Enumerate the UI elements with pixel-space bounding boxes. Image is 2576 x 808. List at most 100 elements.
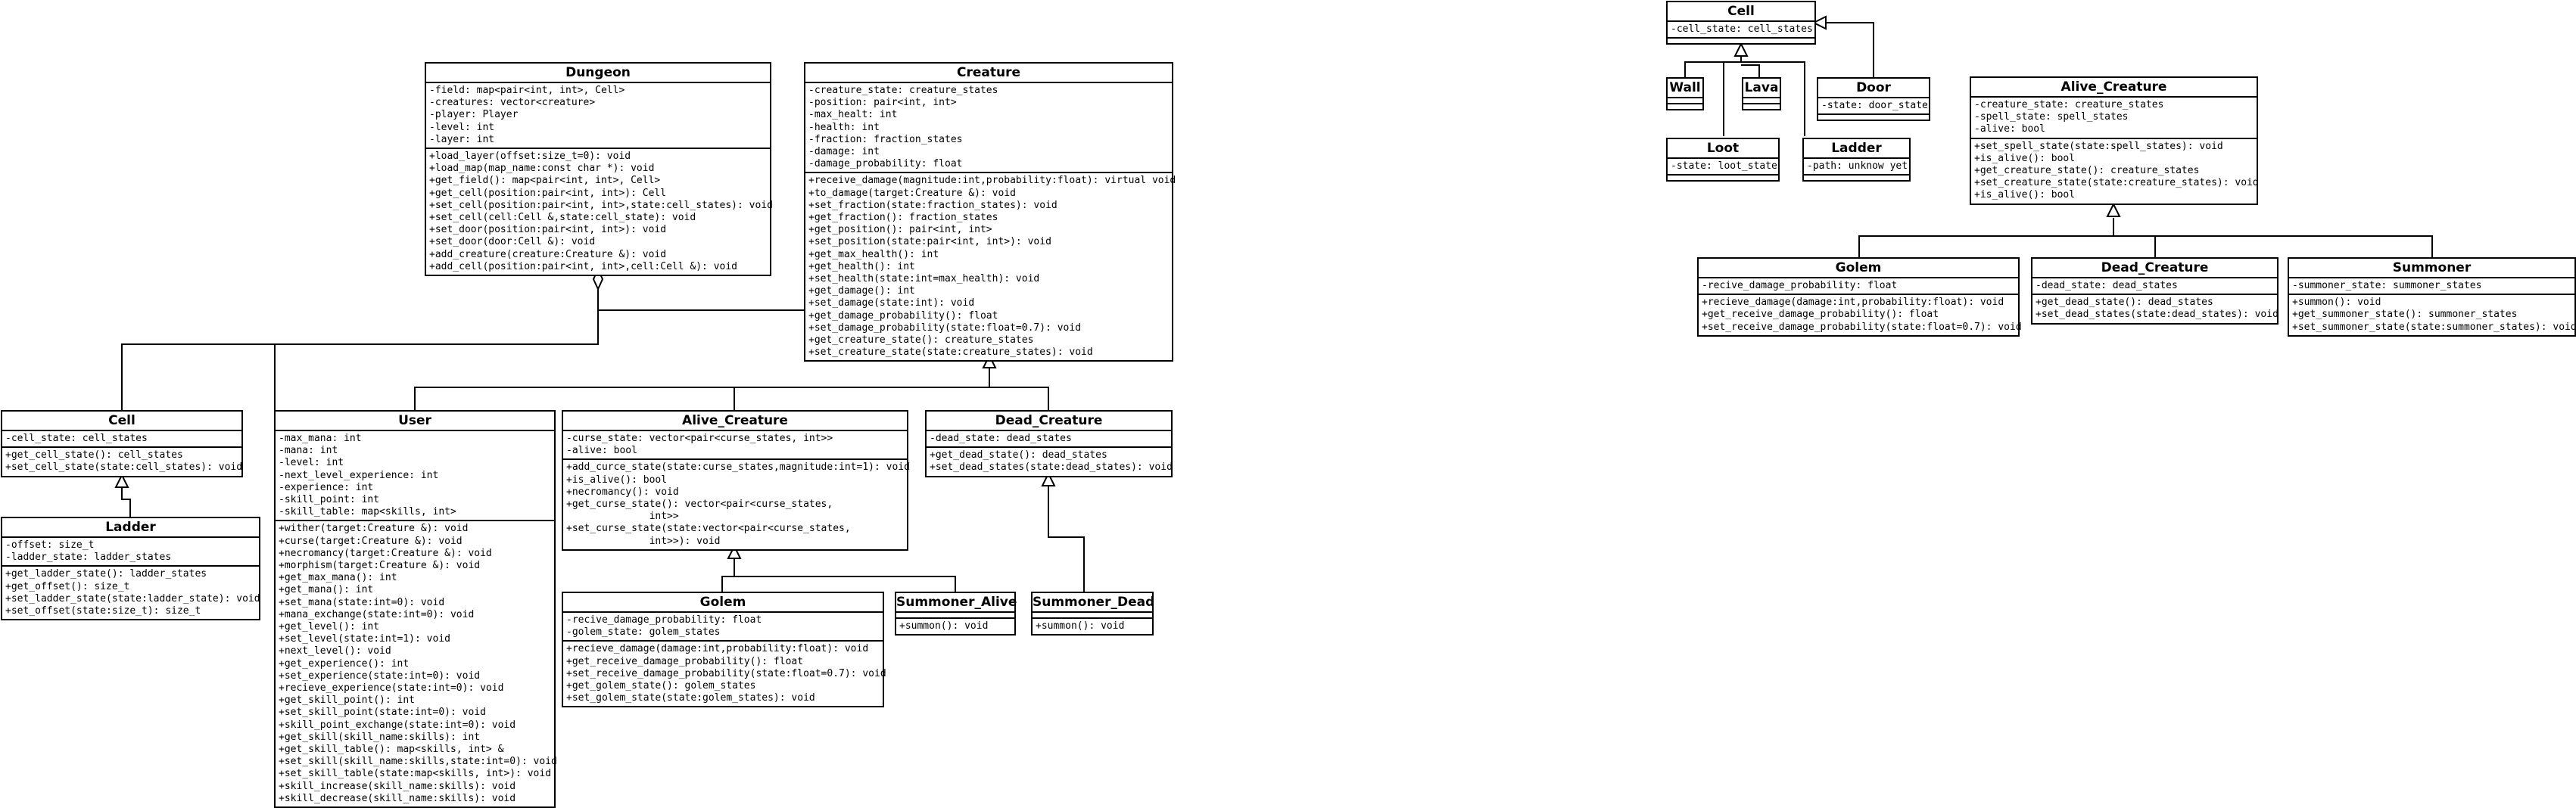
member-line: -next_level_experience: int	[279, 469, 439, 481]
member-line: +get_skill_point(): int	[279, 695, 416, 707]
class-user: User -max_mana: int-mana: int-level: int…	[274, 410, 557, 808]
attributes: -dead_state: dead_states	[2032, 278, 2277, 296]
user-to-creature-link	[414, 387, 734, 410]
member-line: +get_golem_state(): golem_states	[566, 680, 756, 692]
methods: +recieve_damage(damage:int,probability:f…	[563, 642, 886, 706]
member-line: +set_skill_point(state:int=0): void	[279, 707, 486, 719]
member-line: +morphism(target:Creature &): void	[279, 560, 481, 572]
methods	[1668, 39, 1814, 43]
class-creature: Creature -creature_state: creature_state…	[804, 62, 1176, 362]
class-name: Summoner_Dead	[1033, 593, 1154, 613]
member-line: +set_door(position:pair<int, int>): void	[429, 224, 667, 236]
class-cell-left: Cell -cell_state: cell_states +get_cell_…	[1, 410, 243, 477]
ladder-to-cell-link	[121, 486, 131, 517]
member-line: -skill_table: map<skills, int>	[279, 506, 456, 518]
member-line: -experience: int	[279, 481, 374, 493]
member-line: +summon(): void	[2292, 297, 2381, 309]
methods	[1818, 115, 1929, 120]
attributes: -recive_damage_probability: float-golem_…	[563, 613, 883, 642]
attributes: -creature_state: creature_states-spell_s…	[1971, 98, 2257, 139]
member-line: -recive_damage_probability: float	[566, 614, 762, 626]
attributes: -path: unknow yet	[1804, 159, 1909, 176]
attributes	[1668, 98, 1702, 104]
methods	[1668, 104, 1702, 109]
member-line: +set_skill_table(state:map<skills, int>)…	[279, 768, 552, 780]
member-line: +set_cell(position:pair<int, int>,state:…	[429, 199, 773, 211]
member-line: +load_map(map_name:const char *): void	[429, 163, 655, 175]
member-line: int>>	[566, 511, 679, 523]
member-line: +get_dead_state(): dead_states	[930, 449, 1107, 461]
class-ladder-left: Ladder -offset: size_t-ladder_state: lad…	[1, 517, 260, 621]
dead-left-inheritance-arrow	[1041, 471, 1056, 486]
member-line: -health: int	[808, 121, 880, 133]
member-line: -alive: bool	[566, 445, 637, 457]
door-to-cell-link	[1826, 22, 1874, 77]
class-name: Alive_Creature	[563, 412, 907, 431]
member-line: +get_experience(): int	[279, 657, 410, 670]
member-line: +set_receive_damage_probability(state:fl…	[1702, 321, 2022, 333]
attributes: -state: door_state	[1818, 98, 1929, 116]
class-dungeon: Dungeon -field: map<pair<int, int>, Cell…	[425, 62, 773, 277]
member-line: +set_offset(state:size_t): size_t	[5, 605, 201, 617]
member-line: +is_alive(): bool	[1974, 189, 2076, 201]
class-dead-creature-right: Dead_Creature -dead_state: dead_states +…	[2031, 257, 2279, 325]
member-line: +set_ladder_state(state:ladder_state): v…	[5, 592, 260, 604]
class-name: Ladder	[1804, 139, 1909, 159]
class-summoner-alive: Summoner_Alive +summon(): void	[895, 592, 1017, 636]
member-line: +set_creature_state(state:creature_state…	[1974, 177, 2259, 189]
methods: +recieve_damage(damage:int,probability:f…	[1699, 295, 2022, 335]
attributes: -max_mana: int-mana: int-level: int-next…	[276, 431, 554, 522]
methods: +summon(): void	[1033, 619, 1152, 634]
member-line: +get_fraction(): fraction_states	[808, 212, 998, 224]
member-line: +is_alive(): bool	[1974, 152, 2076, 164]
attributes	[896, 613, 1014, 619]
member-line: -damage_probability: float	[808, 158, 963, 170]
member-line: +get_mana(): int	[279, 584, 374, 596]
member-line: +set_level(state:int=1): void	[279, 633, 450, 645]
member-line: +get_ladder_state(): ladder_states	[5, 568, 207, 580]
member-line: -fraction: fraction_states	[808, 133, 963, 145]
golem-right-to-alive-link	[1858, 218, 2114, 257]
class-name: Loot	[1668, 139, 1778, 159]
attributes: -offset: size_t-ladder_state: ladder_sta…	[2, 538, 259, 567]
summoner-right-to-alive-link	[2155, 235, 2433, 257]
member-line: -max_healt: int	[808, 109, 898, 121]
ladder-right-to-cell-link	[1741, 61, 1805, 136]
member-line: +set_spell_state(state:spell_states): vo…	[1974, 140, 2223, 152]
class-dead-creature-left: Dead_Creature -dead_state: dead_states +…	[925, 410, 1173, 477]
methods	[1668, 176, 1778, 180]
member-line: +get_creature_state(): creature_states	[1974, 165, 2200, 177]
member-line: +recieve_damage(damage:int,probability:f…	[566, 643, 869, 655]
member-line: -level: int	[279, 457, 344, 469]
member-line: -position: pair<int, int>	[808, 97, 957, 109]
member-line: +set_damage_probability(state:float=0.7)…	[808, 322, 1082, 334]
member-line: +set_skill(skill_name:skills,state:int=0…	[279, 756, 557, 768]
attributes: -cell_state: cell_states	[2, 431, 241, 449]
member-line: +get_skill(skill_name:skills): int	[279, 731, 481, 743]
member-line: +get_cell_state(): cell_states	[5, 449, 183, 461]
member-line: +necromancy(target:Creature &): void	[279, 547, 492, 559]
methods: +wither(target:Creature &): void+curse(t…	[276, 521, 557, 806]
member-line: +add_creature(creature:Creature &): void	[429, 248, 667, 260]
member-line: +get_skill_table(): map<skills, int> &	[279, 744, 504, 756]
member-line: -mana: int	[279, 445, 338, 457]
class-summoner-right: Summoner -summoner_state: summoner_state…	[2288, 257, 2576, 337]
member-line: +get_damage(): int	[808, 285, 915, 297]
class-lava: Lava	[1742, 77, 1781, 110]
class-golem-left: Golem -recive_damage_probability: float-…	[562, 592, 886, 708]
member-line: -field: map<pair<int, int>, Cell>	[429, 85, 625, 96]
member-line: -cell_state: cell_states	[1671, 23, 1813, 35]
member-line: +next_level(): void	[279, 645, 391, 657]
member-line: +get_max_mana(): int	[279, 572, 397, 584]
member-line: +curse(target:Creature &): void	[279, 535, 463, 547]
member-line: +get_creature_state(): creature_states	[808, 334, 1034, 347]
dead-to-creature-link	[989, 387, 1049, 410]
member-line: +mana_exchange(state:int=0): void	[279, 608, 475, 620]
class-name: Ladder	[2, 518, 259, 538]
methods: +add_curce_state(state:curse_states,magn…	[563, 460, 910, 549]
alive-right-inheritance-arrow	[2106, 202, 2121, 217]
member-line: +set_experience(state:int=0): void	[279, 670, 481, 682]
member-line: -dead_state: dead_states	[930, 433, 1072, 444]
methods	[1743, 104, 1780, 109]
